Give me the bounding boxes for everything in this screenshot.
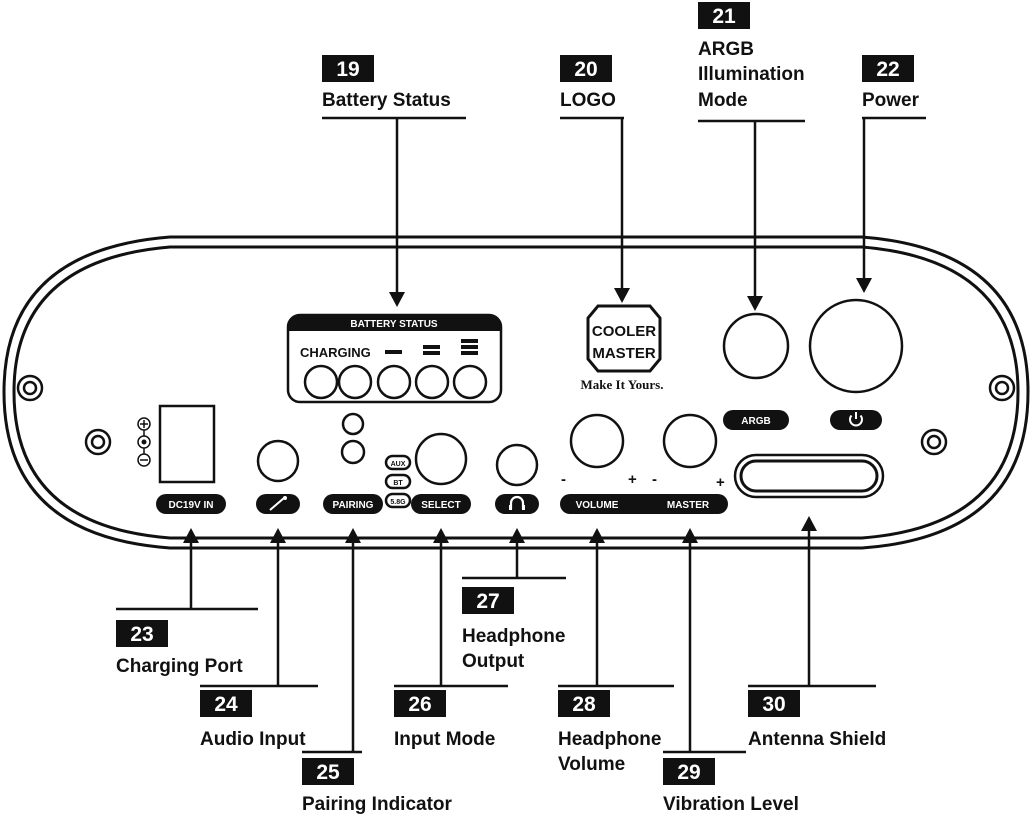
volume-master-pill: VOLUME MASTER [560, 494, 728, 514]
volume-plus: + [628, 471, 637, 488]
argb-pill-label: ARGB [741, 416, 770, 427]
callout-21: 21 ARGB Illumination Mode [698, 2, 805, 111]
callout-24-label: Audio Input [200, 729, 306, 750]
callout-22: 22 Power [862, 55, 920, 111]
battery-status-title: BATTERY STATUS [350, 319, 438, 330]
callout-21-label-3: Mode [698, 90, 748, 111]
callout-25: 25 Pairing Indicator [302, 758, 453, 815]
leader-arrowheads [183, 278, 872, 543]
antenna-shield-inner [739, 459, 879, 493]
battery-led-2 [376, 364, 412, 400]
callout-22-number: 22 [876, 58, 899, 81]
dc-in-pill: DC19V IN [156, 494, 226, 514]
power-pill [830, 410, 882, 430]
panel-body [2, 235, 1030, 550]
master-label: MASTER [667, 500, 710, 511]
callout-26: 26 Input Mode [394, 690, 495, 750]
battery-led-4 [452, 364, 488, 400]
callout-30: 30 Antenna Shield [748, 690, 886, 750]
master-plus: + [716, 474, 725, 491]
volume-label: VOLUME [576, 500, 619, 511]
mounting-screw-left [16, 374, 44, 402]
select-label: SELECT [421, 500, 460, 511]
volume-minus: - [561, 471, 566, 488]
battery-led-charging [303, 364, 339, 400]
callout-25-number: 25 [316, 761, 340, 784]
callout-23-label: Charging Port [116, 656, 243, 677]
callout-21-number: 21 [712, 5, 736, 28]
master-knob[interactable] [662, 413, 718, 469]
mounting-screw-right [988, 374, 1016, 402]
logo-line1: COOLER [592, 323, 656, 340]
logo-line2: MASTER [592, 345, 656, 362]
headphone-pill [495, 494, 539, 514]
callout-29: 29 Vibration Level [663, 758, 799, 815]
pairing-pill: PAIRING [323, 494, 383, 514]
callout-20-number: 20 [574, 58, 597, 81]
callout-28-label-2: Volume [558, 754, 625, 775]
callout-24-number: 24 [214, 693, 238, 716]
callout-28: 28 Headphone Volume [558, 690, 661, 775]
input-mode-indicators: AUX BT 5.8G [384, 454, 412, 509]
callout-23: 23 Charging Port [116, 620, 243, 677]
callout-27-label-2: Output [462, 651, 525, 672]
power-icon [849, 412, 863, 427]
master-minus: - [652, 471, 657, 488]
callout-25-label: Pairing Indicator [302, 794, 453, 815]
charging-label: CHARGING [300, 345, 371, 360]
argb-pill: ARGB [723, 410, 789, 430]
mode-58g: 5.8G [390, 499, 406, 506]
select-pill: SELECT [411, 494, 471, 514]
callout-22-label: Power [862, 90, 920, 111]
callout-27-label-1: Headphone [462, 626, 565, 647]
callout-28-number: 28 [572, 693, 596, 716]
charging-port[interactable] [158, 404, 216, 484]
callout-19-label: Battery Status [322, 90, 451, 111]
select-button[interactable] [414, 432, 468, 486]
cooler-master-logo: COOLER MASTER Make It Yours. [581, 304, 664, 392]
power-button[interactable] [808, 298, 904, 394]
dc-in-label: DC19V IN [168, 500, 213, 511]
callout-20-label: LOGO [560, 90, 616, 111]
leader-lines [116, 116, 926, 754]
callout-20: 20 LOGO [560, 55, 616, 111]
pairing-led-1 [341, 412, 365, 436]
callout-21-label-1: ARGB [698, 39, 754, 60]
volume-knob[interactable] [569, 413, 625, 469]
headphone-jack[interactable] [495, 443, 539, 487]
callout-29-number: 29 [677, 761, 700, 784]
callout-30-number: 30 [762, 693, 785, 716]
callout-29-label: Vibration Level [663, 794, 799, 815]
callout-26-number: 26 [408, 693, 431, 716]
battery-led-3 [414, 364, 450, 400]
callout-21-label-2: Illumination [698, 64, 805, 85]
mode-aux: AUX [391, 461, 406, 468]
logo-tagline: Make It Yours. [581, 377, 664, 392]
mounting-screw-inner-left [84, 428, 112, 456]
callout-30-label: Antenna Shield [748, 729, 886, 750]
callout-19-number: 19 [336, 58, 359, 81]
pairing-button[interactable] [340, 439, 366, 465]
callout-23-number: 23 [130, 623, 153, 646]
argb-button[interactable] [722, 312, 790, 380]
callout-28-label-1: Headphone [558, 729, 661, 750]
audio-input-pill [256, 494, 300, 514]
callout-26-label: Input Mode [394, 729, 495, 750]
antenna-shield [733, 453, 885, 499]
battery-led-1 [337, 364, 373, 400]
mode-bt: BT [393, 480, 403, 487]
mounting-screw-inner-right [920, 428, 948, 456]
battery-level-bars [385, 339, 478, 355]
pairing-label: PAIRING [333, 500, 374, 511]
callout-19: 19 Battery Status [322, 55, 451, 111]
headphone-icon [509, 495, 525, 510]
audio-jack-icon [269, 496, 287, 511]
battery-status-block: BATTERY STATUS CHARGING [286, 313, 503, 404]
dc-polarity-icon [137, 417, 151, 467]
callout-24: 24 Audio Input [200, 690, 306, 750]
callout-27: 27 Headphone Output [462, 587, 565, 672]
audio-input-jack[interactable] [256, 439, 300, 483]
callout-27-number: 27 [476, 590, 499, 613]
